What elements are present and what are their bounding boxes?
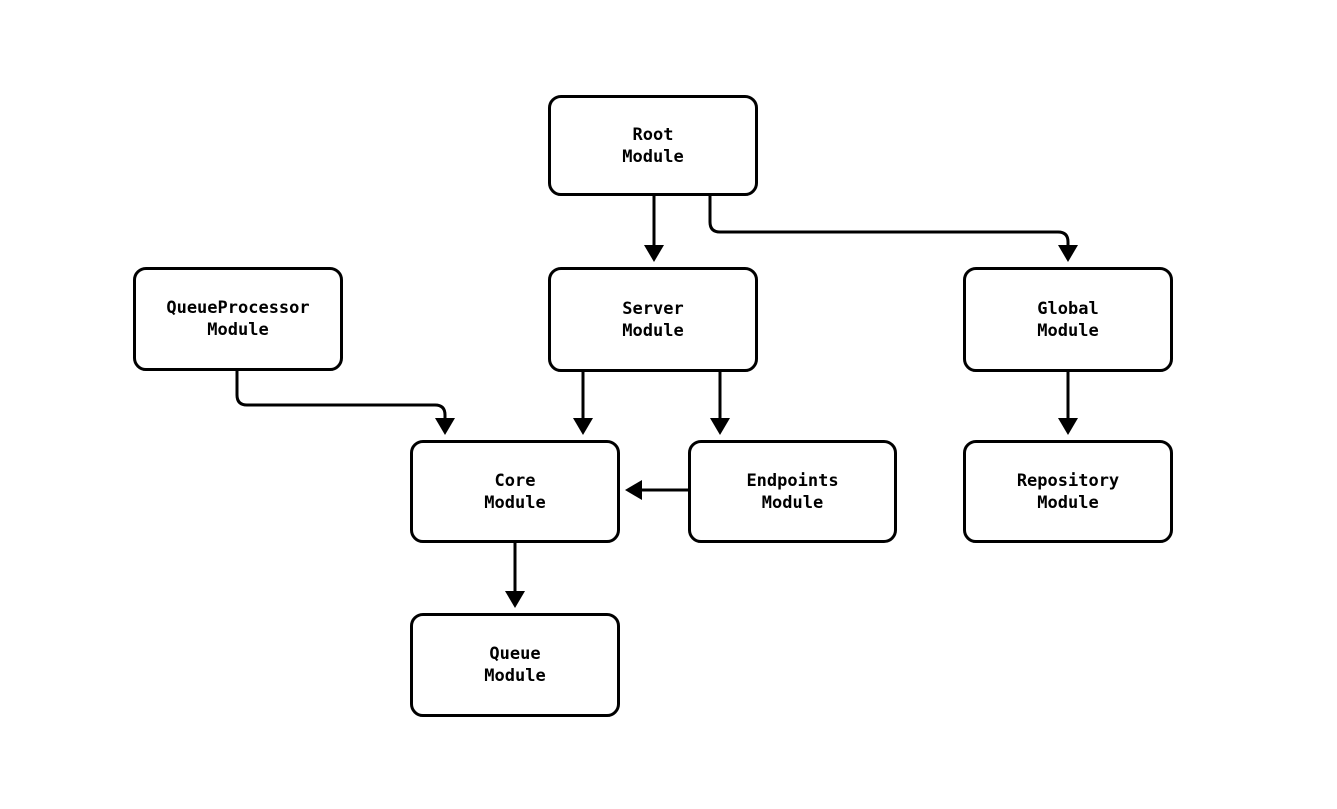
edge-queueprocessor-to-core [235,371,447,418]
arrowhead-root-to-server [644,245,664,262]
node-repository-subtitle: Module [1037,492,1099,513]
node-core-subtitle: Module [484,492,546,513]
arrowhead-global-to-repository [1058,418,1078,435]
node-root-title: Root [632,124,674,145]
node-queue-subtitle: Module [484,666,546,686]
arrowhead-queueprocessor-to-core [435,418,455,435]
node-global-subtitle: Module [1037,320,1099,341]
arrowhead-core-to-queue [505,591,525,608]
node-queueprocessor-title: QueueProcessor [166,298,310,318]
node-endpoints-title: Endpoints [746,470,839,491]
node-server-subtitle: Module [622,320,684,341]
arrowhead-endpoints-to-core [625,480,642,500]
node-queueprocessor-subtitle: Module [207,320,269,340]
node-core-title: Core [494,470,536,491]
edge-root-to-global [708,196,1070,245]
arrowhead-server-to-endpoints [710,418,730,435]
arrowhead-root-to-global [1058,245,1078,262]
node-queue-title: Queue [489,644,541,664]
node-root-subtitle: Module [622,146,684,167]
arrowhead-server-to-core [573,418,593,435]
node-server-title: Server [622,298,684,319]
node-global-title: Global [1037,298,1099,319]
node-repository-title: Repository [1016,470,1120,491]
node-endpoints-subtitle: Module [761,492,824,513]
